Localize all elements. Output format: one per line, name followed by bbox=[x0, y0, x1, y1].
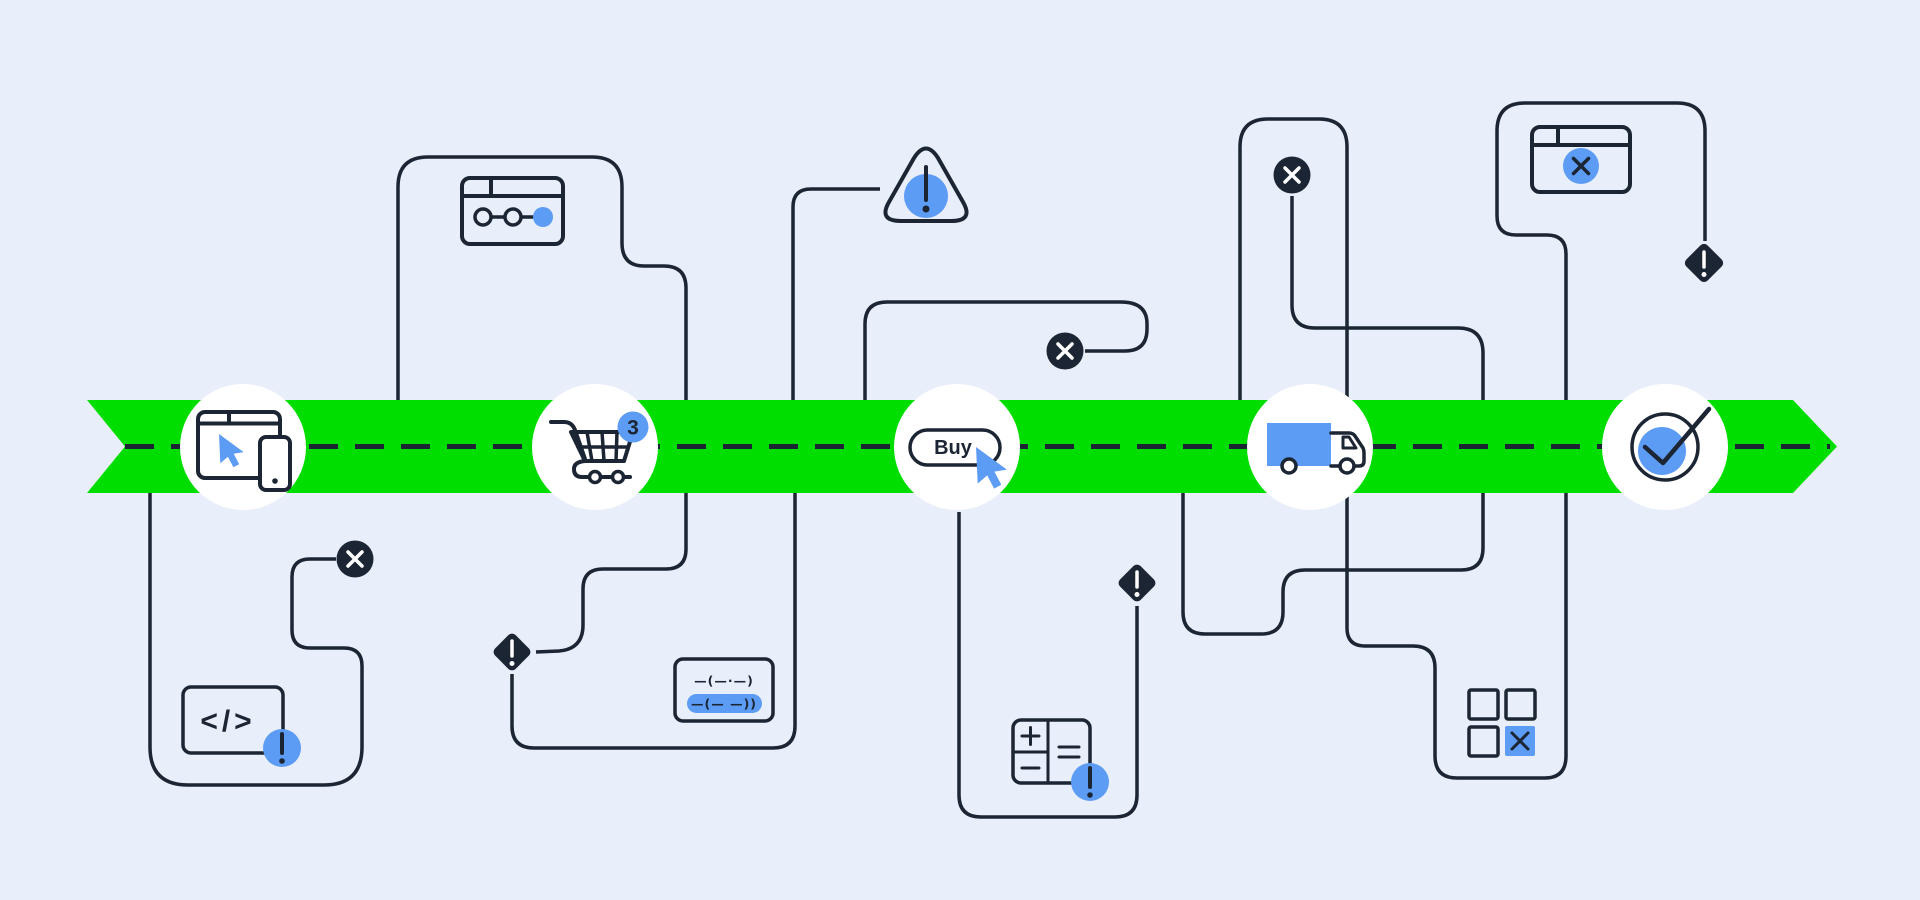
log-box-icon: —(—·—) —(— —)) bbox=[673, 657, 775, 723]
buy-button-label: Buy bbox=[934, 437, 973, 459]
log-row-highlight-pill bbox=[687, 694, 762, 713]
log-row-plain: —(—·—) bbox=[694, 673, 754, 688]
cart-badge-count: 3 bbox=[627, 417, 639, 440]
connector-triangle-drop bbox=[791, 187, 880, 402]
cart-handle bbox=[549, 420, 587, 461]
connector-truck-arch bbox=[1238, 117, 1349, 402]
error-x-circle-icon bbox=[336, 540, 374, 578]
check-blue-circle bbox=[1638, 427, 1686, 475]
cart-badge bbox=[617, 411, 649, 443]
check-mark bbox=[1642, 406, 1712, 466]
buy-button-icon: Buy bbox=[908, 428, 1007, 489]
connector-topleft-browser-loop bbox=[396, 155, 688, 402]
error-x-circle-icon bbox=[1046, 332, 1084, 370]
exclamation-dot bbox=[922, 205, 930, 213]
error-x-circle-icon bbox=[1273, 156, 1311, 194]
warning-triangle-icon bbox=[883, 146, 969, 223]
x-icon bbox=[1571, 156, 1591, 176]
connector-x-zigzag-lower bbox=[1181, 491, 1485, 636]
phone-icon bbox=[258, 435, 292, 492]
grid-square bbox=[1504, 688, 1537, 721]
devices-browse-icon bbox=[196, 410, 292, 492]
truck-wheel bbox=[1280, 457, 1298, 475]
closed-browser-icon bbox=[1530, 125, 1632, 194]
code-box-icon: </> bbox=[181, 685, 301, 767]
warning-diamond-icon bbox=[1118, 564, 1156, 602]
exclamation-dot bbox=[1087, 792, 1093, 798]
cursor-icon bbox=[976, 447, 1007, 489]
cart-base-hook bbox=[572, 459, 632, 479]
connector-hook-to-x bbox=[863, 300, 1149, 402]
order-complete-check-icon bbox=[1630, 406, 1712, 482]
cart-wheel bbox=[587, 469, 603, 485]
truck-window bbox=[1341, 435, 1358, 450]
connector-topright-to-diamond bbox=[1495, 101, 1707, 402]
shopping-cart-icon: 3 bbox=[549, 411, 649, 485]
connector-x-zigzag-upper bbox=[1290, 196, 1485, 402]
phone-camera-dot bbox=[272, 478, 278, 484]
cart-wheel bbox=[610, 469, 626, 485]
connector-paths bbox=[148, 101, 1707, 819]
calculator-icon bbox=[1011, 718, 1109, 801]
exclamation-dot bbox=[279, 758, 285, 764]
truck-wheel bbox=[1338, 457, 1356, 475]
cart-basket bbox=[569, 430, 635, 463]
check-outline-circle bbox=[1630, 412, 1700, 482]
squares-grid-icon bbox=[1467, 688, 1537, 758]
connector-cart-to-diamond bbox=[535, 491, 688, 654]
stepper-node-active bbox=[533, 207, 553, 227]
error-x-circles bbox=[336, 156, 1311, 578]
code-box-outline bbox=[181, 685, 285, 755]
truck-cargo-box bbox=[1267, 423, 1331, 466]
connector-buy-loop-to-diamond bbox=[957, 512, 1139, 819]
stepper-node bbox=[473, 207, 493, 227]
grid-square bbox=[1467, 725, 1500, 758]
grid-square bbox=[1467, 688, 1500, 721]
delivery-truck-icon bbox=[1267, 423, 1366, 475]
x-icon bbox=[1510, 731, 1530, 751]
warning-diamond-icon bbox=[1684, 243, 1724, 283]
warning-diamonds bbox=[493, 243, 1724, 671]
cursor-icon bbox=[219, 434, 244, 468]
stepper-node bbox=[503, 207, 523, 227]
connector-code-box-loop bbox=[148, 491, 364, 787]
warning-diamond-icon bbox=[493, 633, 531, 671]
log-row-highlight: —(— —)) bbox=[691, 696, 757, 711]
code-glyph: </> bbox=[200, 705, 255, 738]
connector-diamond-to-ribbon-loop bbox=[510, 491, 797, 750]
connector-truck-to-squares-loop bbox=[1345, 491, 1568, 780]
progress-browser-icon bbox=[460, 176, 565, 246]
